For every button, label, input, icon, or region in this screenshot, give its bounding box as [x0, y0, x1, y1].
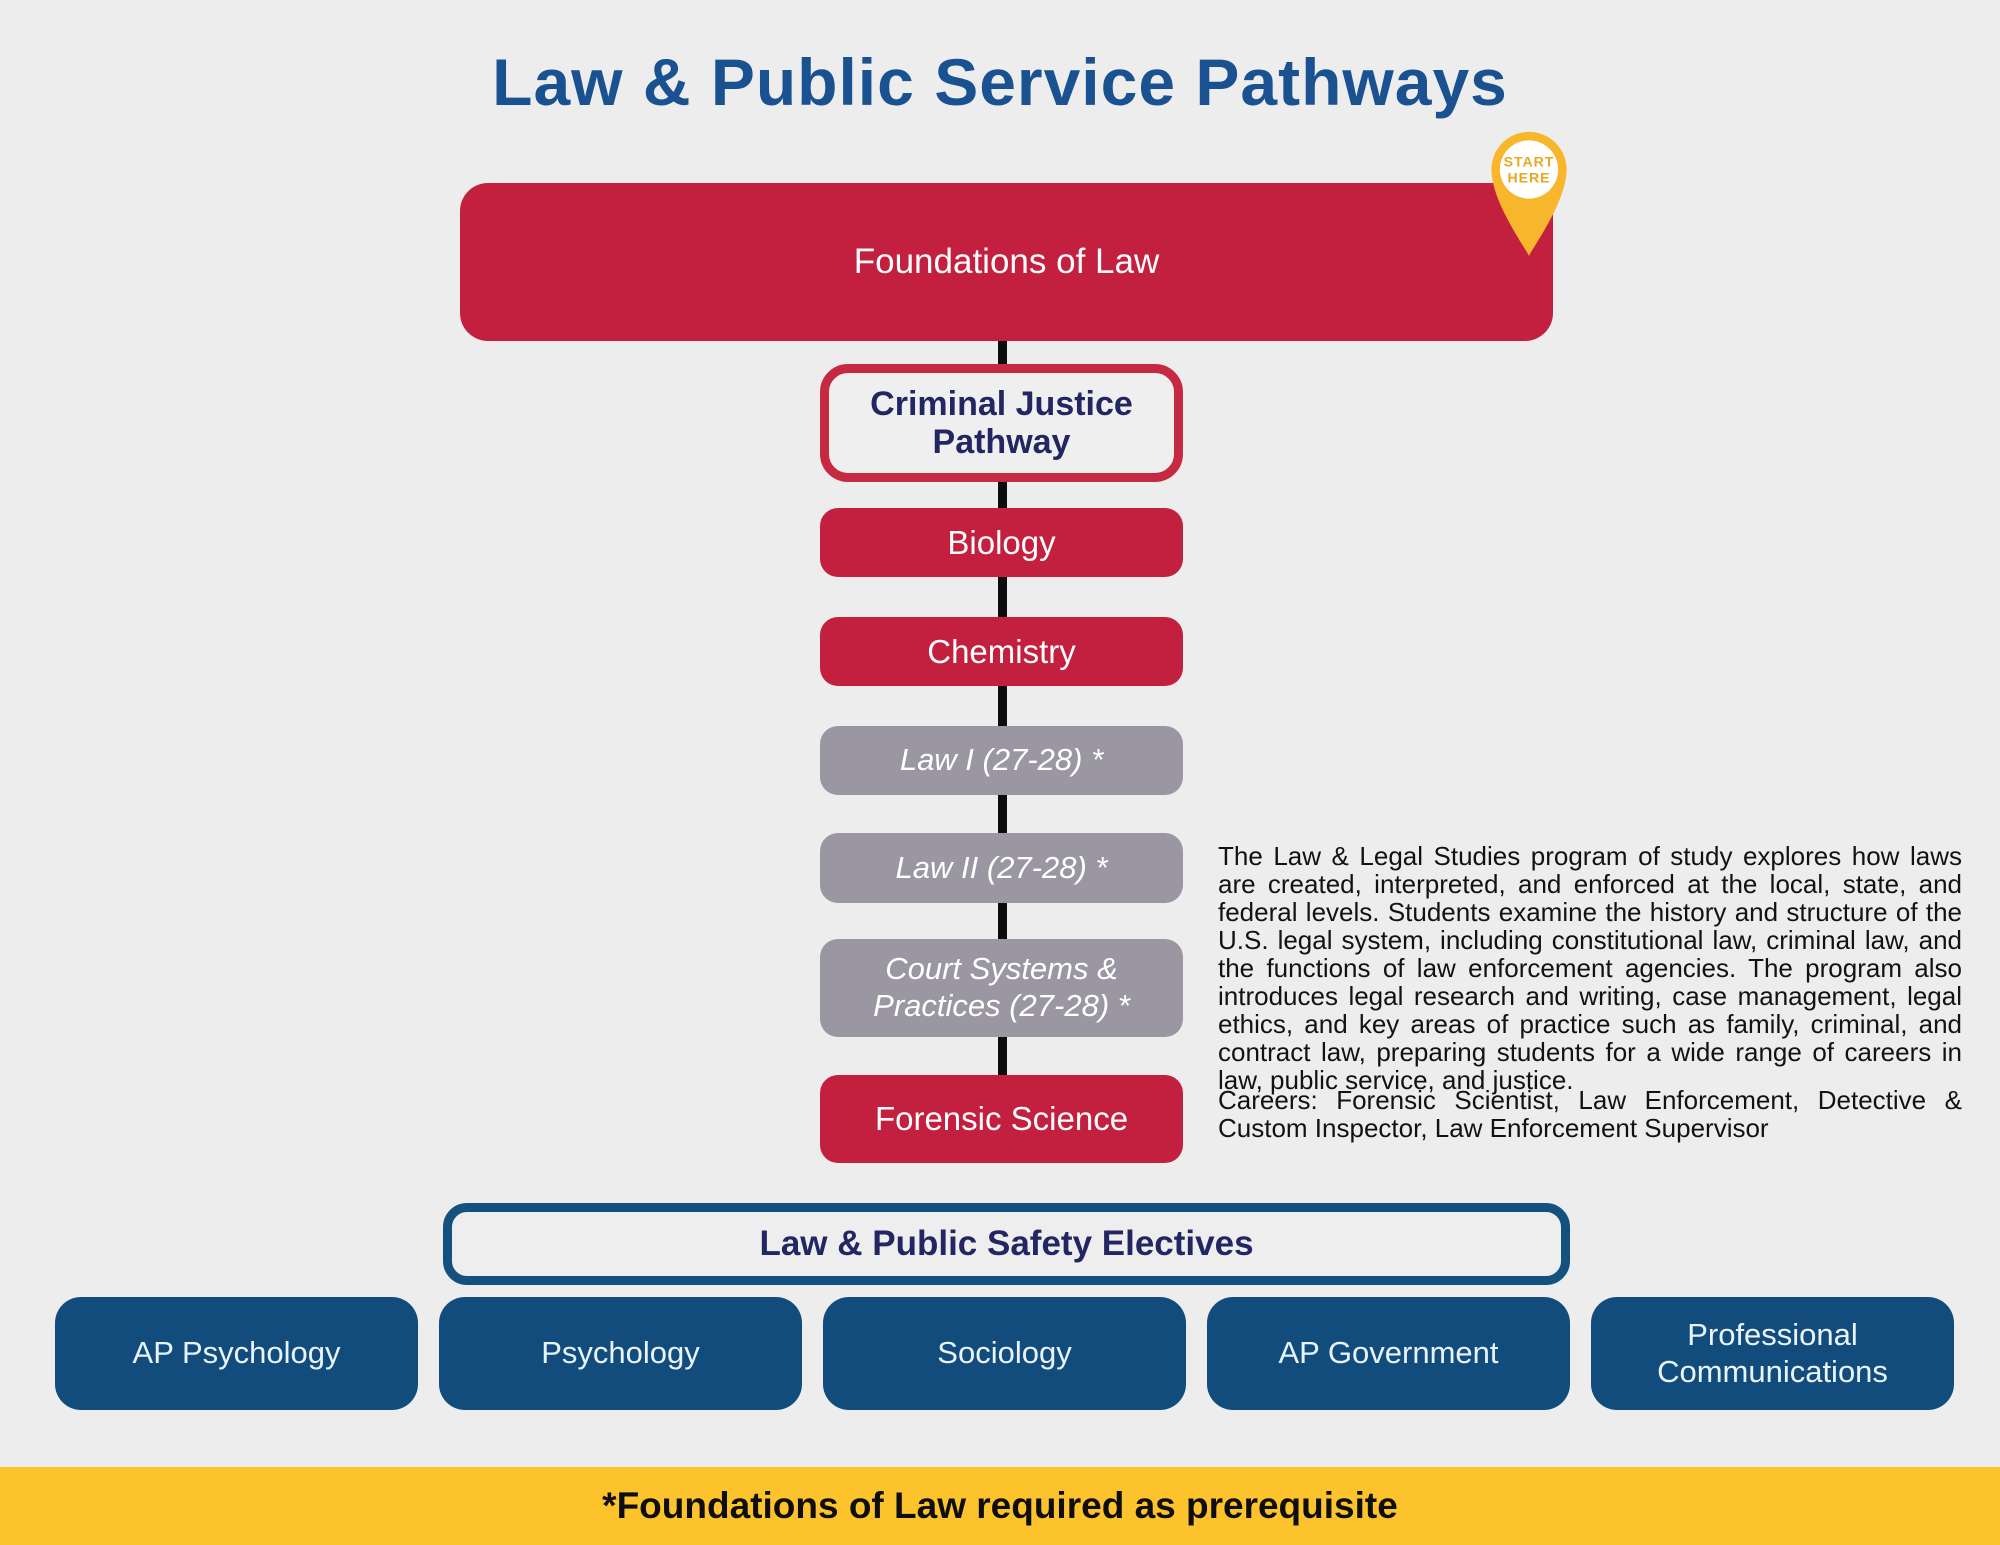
svg-text:START: START [1504, 154, 1555, 170]
elective-box-professional-communications: Professional Communications [1591, 1297, 1954, 1410]
elective-label: AP Government [1278, 1335, 1499, 1371]
foundations-of-law-box: Foundations of Law [460, 183, 1553, 341]
prerequisite-footnote: *Foundations of Law required as prerequi… [602, 1485, 1398, 1526]
start-pin-line1: START [1504, 154, 1555, 170]
course-label: Forensic Science [874, 1100, 1129, 1137]
page-title: Law & Public Service Pathways [492, 45, 1508, 119]
course-box-forensic-science: Forensic Science [820, 1075, 1183, 1163]
course-box-law-2: Law II (27-28) * [820, 833, 1183, 903]
elective-box-ap-psychology: AP Psychology [55, 1297, 418, 1410]
course-box-court-systems: Court Systems & Practices (27-28) * [820, 939, 1183, 1037]
elective-label: Psychology [541, 1335, 700, 1371]
foundations-of-law-label: Foundations of Law [853, 242, 1160, 281]
criminal-justice-pathway-label: Criminal Justice Pathway [870, 384, 1133, 461]
course-label: Law II (27-28) * [895, 849, 1108, 885]
elective-box-ap-government: AP Government [1207, 1297, 1570, 1410]
criminal-justice-pathway-box: Criminal Justice Pathway [820, 364, 1183, 482]
course-label: Court Systems & Practices (27-28) * [873, 951, 1130, 1023]
map-pin-icon: START HERE [1491, 131, 1567, 256]
flow-connector-line [998, 330, 1007, 1105]
start-pin-line2: HERE [1508, 170, 1551, 186]
careers-list: Careers: Forensic Scientist, Law Enforce… [1218, 1085, 1962, 1143]
start-here-pin: START HERE [1482, 128, 1576, 258]
elective-label: AP Psychology [132, 1335, 341, 1371]
course-label: Biology [947, 523, 1056, 561]
program-description: The Law & Legal Studies program of study… [1218, 841, 1962, 1095]
svg-text:HERE: HERE [1508, 170, 1551, 186]
course-label: Chemistry [927, 632, 1076, 670]
elective-box-psychology: Psychology [439, 1297, 802, 1410]
course-box-law-1: Law I (27-28) * [820, 726, 1183, 795]
course-box-biology: Biology [820, 508, 1183, 577]
elective-box-sociology: Sociology [823, 1297, 1186, 1410]
elective-label: Sociology [937, 1335, 1072, 1371]
electives-header-label: Law & Public Safety Electives [759, 1224, 1254, 1263]
prerequisite-footnote-bar: *Foundations of Law required as prerequi… [0, 1467, 2000, 1545]
elective-label: Professional Communications [1657, 1316, 1888, 1389]
course-box-chemistry: Chemistry [820, 617, 1183, 686]
electives-header-box: Law & Public Safety Electives [443, 1203, 1570, 1285]
course-label: Law I (27-28) * [899, 742, 1104, 778]
